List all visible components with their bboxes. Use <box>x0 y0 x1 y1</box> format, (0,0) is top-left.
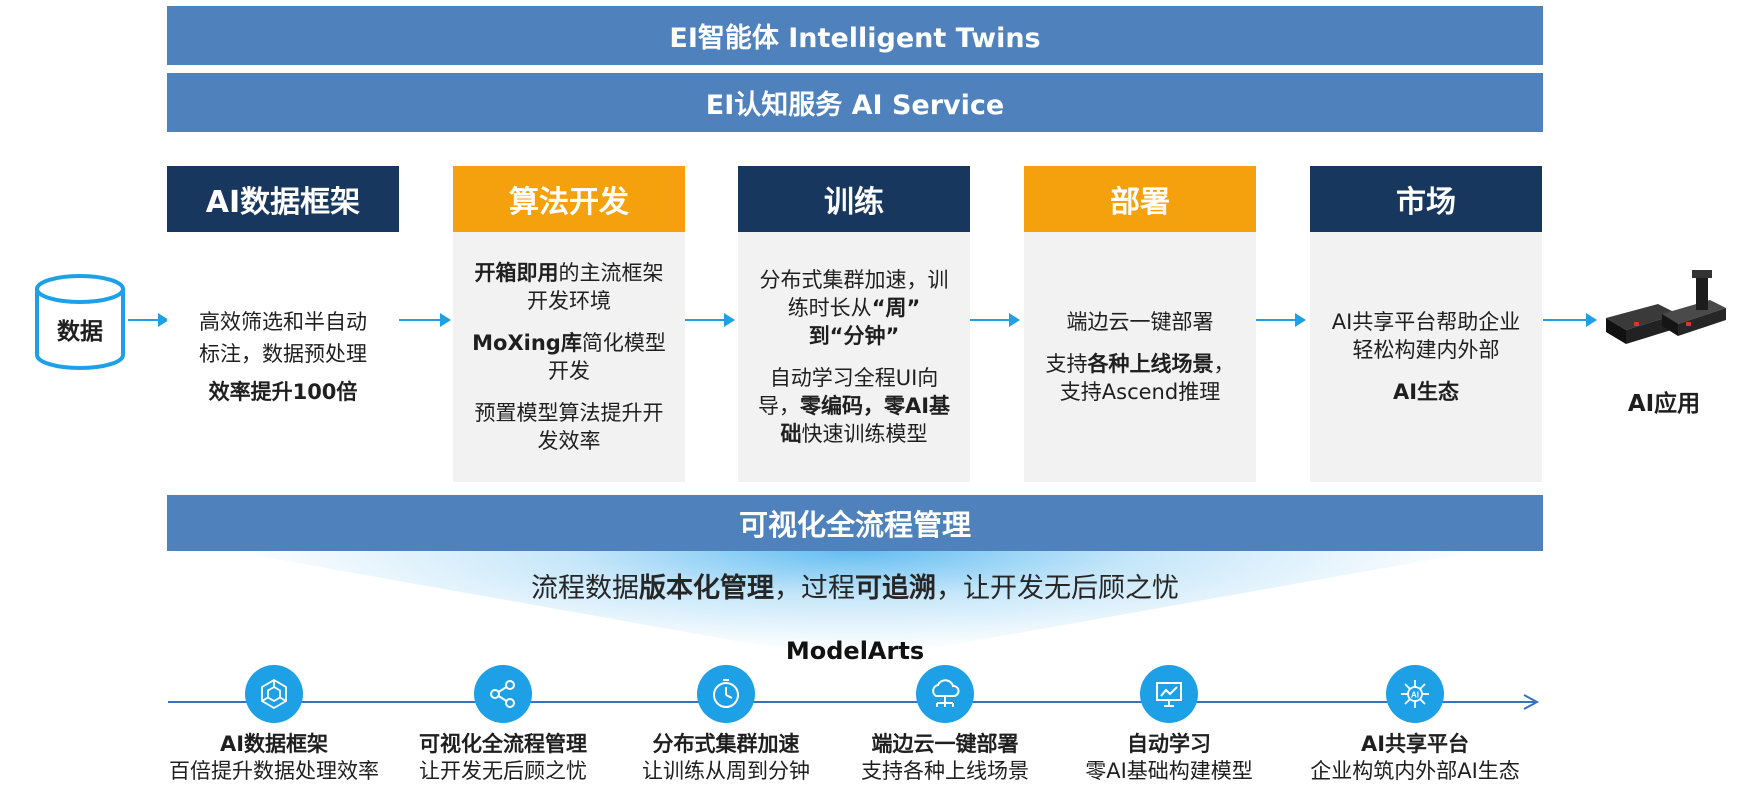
feature-subtitle: 百倍提升数据处理效率 <box>169 759 379 783</box>
flow-arrow <box>128 313 169 327</box>
feature-subtitle: 企业构筑内外部AI生态 <box>1310 759 1520 783</box>
column-training: 训练 分布式集群加速，训练时长从“周”到“分钟” 自动学习全程UI向导，零编码，… <box>738 166 970 482</box>
column-header: 算法开发 <box>453 166 685 232</box>
column-market: 市场 AI共享平台帮助企业轻松构建内外部 AI生态 <box>1310 166 1542 482</box>
flow-arrow <box>1543 313 1597 327</box>
column-paragraph: AI生态 <box>1392 380 1460 404</box>
column-paragraph: 端边云一键部署 <box>1066 310 1214 334</box>
column-header: AI数据框架 <box>167 166 399 232</box>
stopwatch-icon <box>697 665 755 723</box>
column-body: AI共享平台帮助企业轻松构建内外部 AI生态 <box>1310 232 1542 482</box>
platform-name: ModelArts <box>785 637 925 665</box>
svg-text:AI: AI <box>1411 691 1419 700</box>
ai-device-icon <box>1606 270 1726 344</box>
flow-arrow <box>968 313 1020 327</box>
column-highlight: 效率提升100倍 <box>208 380 358 404</box>
feature-subtitle: 零AI基础构建模型 <box>1085 759 1253 783</box>
column-paragraph: 自动学习全程UI向导，零编码，零AI基础快速训练模型 <box>757 366 951 446</box>
feature-one-click-deploy: 端边云一键部署 支持各种上线场景 <box>825 731 1065 785</box>
column-body: 端边云一键部署 支持各种上线场景，支持Ascend推理 <box>1024 232 1256 482</box>
feature-subtitle: 让训练从周到分钟 <box>642 759 810 783</box>
feature-distributed-training: 分布式集群加速 让训练从周到分钟 <box>606 731 846 785</box>
column-body: 高效筛选和半自动 标注，数据预处理 效率提升100倍 <box>167 232 399 482</box>
feature-title: 分布式集群加速 <box>652 732 800 756</box>
feature-title: 可视化全流程管理 <box>419 732 587 756</box>
column-header: 训练 <box>738 166 970 232</box>
column-line: 标注，数据预处理 <box>199 342 367 366</box>
hexagon-network-icon <box>245 665 303 723</box>
visual-process-management-banner: 可视化全流程管理 <box>167 495 1543 551</box>
share-nodes-icon <box>474 665 532 723</box>
feature-visual-management: 可视化全流程管理 让开发无后顾之忧 <box>383 731 623 785</box>
column-body: 开箱即用的主流框架开发环境 MoXing库简化模型开发 预置模型算法提升开发效率 <box>453 232 685 482</box>
feature-title: AI数据框架 <box>219 732 329 756</box>
cloud-network-icon <box>916 665 974 723</box>
column-paragraph: 预置模型算法提升开发效率 <box>474 401 664 453</box>
intelligent-twins-banner: EI智能体 Intelligent Twins <box>167 6 1543 65</box>
feature-title: 自动学习 <box>1127 732 1211 756</box>
feature-auto-learning: 自动学习 零AI基础构建模型 <box>1049 731 1289 785</box>
column-ai-data-framework: AI数据框架 高效筛选和半自动 标注，数据预处理 效率提升100倍 <box>167 166 399 482</box>
timeline-arrow <box>168 694 1540 710</box>
column-paragraph: 分布式集群加速，训练时长从“周”到“分钟” <box>759 268 949 348</box>
presentation-chart-icon <box>1140 665 1198 723</box>
feature-subtitle: 让开发无后顾之忧 <box>419 759 587 783</box>
column-header: 部署 <box>1024 166 1256 232</box>
data-source-label: 数据 <box>57 319 103 345</box>
column-paragraph: MoXing库简化模型开发 <box>472 331 666 383</box>
feature-title: AI共享平台 <box>1360 732 1470 756</box>
flow-arrow <box>683 313 735 327</box>
flow-arrow <box>1254 313 1306 327</box>
database-icon <box>35 274 125 370</box>
feature-ai-sharing-platform: AI共享平台 企业构筑内外部AI生态 <box>1295 731 1535 785</box>
column-body: 分布式集群加速，训练时长从“周”到“分钟” 自动学习全程UI向导，零编码，零AI… <box>738 232 970 482</box>
column-paragraph: 支持各种上线场景，支持Ascend推理 <box>1045 352 1235 404</box>
ai-service-banner: EI认知服务 AI Service <box>167 73 1543 132</box>
feature-title: 端边云一键部署 <box>871 732 1019 756</box>
column-deployment: 部署 端边云一键部署 支持各种上线场景，支持Ascend推理 <box>1024 166 1256 482</box>
ai-application-label: AI应用 <box>1627 391 1701 417</box>
flow-arrow <box>399 313 451 327</box>
column-paragraph: 开箱即用的主流框架开发环境 <box>474 261 664 313</box>
column-line: 高效筛选和半自动 <box>199 310 367 334</box>
management-description: 流程数据版本化管理，过程可追溯，让开发无后顾之忧 <box>531 573 1179 604</box>
ai-chip-icon: AI <box>1386 665 1444 723</box>
column-paragraph: AI共享平台帮助企业轻松构建内外部 <box>1331 310 1521 362</box>
column-algorithm-development: 算法开发 开箱即用的主流框架开发环境 MoXing库简化模型开发 预置模型算法提… <box>453 166 685 482</box>
feature-subtitle: 支持各种上线场景 <box>861 759 1029 783</box>
column-header: 市场 <box>1310 166 1542 232</box>
feature-ai-data-framework: AI数据框架 百倍提升数据处理效率 <box>154 731 394 785</box>
